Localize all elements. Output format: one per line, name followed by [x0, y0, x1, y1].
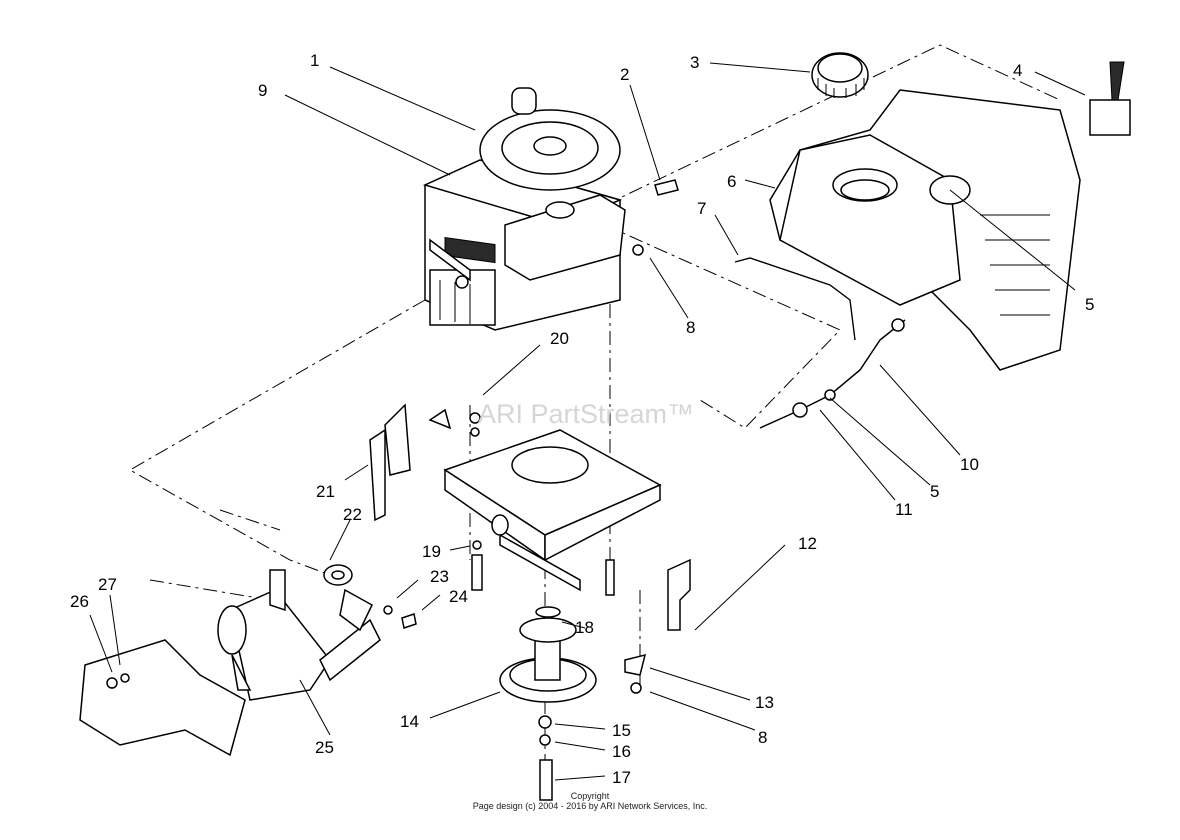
bracket-21 [369, 403, 411, 522]
copyright-line-2: Page design (c) 2004 - 2016 by ARI Netwo… [472, 801, 708, 811]
callout-15: 15 [612, 721, 631, 740]
gasket [323, 564, 353, 586]
callout-2: 2 [620, 65, 629, 84]
callout-24: 24 [449, 587, 468, 606]
callout-25: 25 [315, 738, 334, 757]
muffler [217, 588, 381, 701]
callout-12: 12 [798, 534, 817, 553]
bracket-12 [667, 558, 691, 631]
throttle-control [1089, 61, 1131, 136]
callout-9: 9 [258, 81, 267, 100]
callout-11: 11 [895, 500, 913, 519]
callout-7: 7 [697, 199, 706, 218]
nut-8-top [632, 244, 644, 256]
bracket-13 [624, 653, 647, 676]
callout-labels: 1 9 2 3 4 6 7 8 5 10 5 11 20 21 22 19 23… [70, 51, 1094, 787]
callout-5-bottom: 5 [930, 482, 939, 501]
callout-6: 6 [727, 172, 736, 191]
callout-13: 13 [755, 693, 774, 712]
callout-18: 18 [575, 618, 594, 637]
engine-assembly [422, 87, 626, 331]
nut-8-bottom [630, 682, 642, 694]
callout-20: 20 [550, 329, 569, 348]
callout-8-bottom: 8 [758, 728, 767, 747]
copyright-line-1: Copyright [570, 791, 610, 801]
bolt-2 [654, 179, 679, 196]
engine-mount-plate [443, 429, 662, 592]
callout-3: 3 [690, 53, 699, 72]
pulley [499, 606, 597, 703]
callout-1: 1 [310, 51, 319, 70]
fuel-line-7 [734, 257, 856, 341]
callout-16: 16 [612, 742, 631, 761]
watermark: ARI PartStream™ [478, 399, 694, 429]
callout-4: 4 [1013, 61, 1022, 80]
callout-14: 14 [400, 712, 419, 731]
hardware-set [383, 412, 615, 801]
fuel-cap [811, 52, 869, 98]
callout-17: 17 [612, 768, 631, 787]
fuel-tank-body [769, 89, 1081, 371]
callout-23: 23 [430, 567, 449, 586]
callout-22: 22 [343, 505, 362, 524]
callout-8-top: 8 [686, 318, 695, 337]
heat-shield [79, 569, 286, 757]
bracket-20 [428, 408, 452, 430]
callout-26: 26 [70, 592, 89, 611]
callout-5-top: 5 [1085, 295, 1094, 314]
leader-lines [89, 62, 1086, 781]
callout-21: 21 [316, 482, 335, 501]
callout-19: 19 [422, 542, 441, 561]
callout-10: 10 [960, 455, 979, 474]
callout-27: 27 [98, 575, 117, 594]
fuel-hose [759, 318, 906, 429]
